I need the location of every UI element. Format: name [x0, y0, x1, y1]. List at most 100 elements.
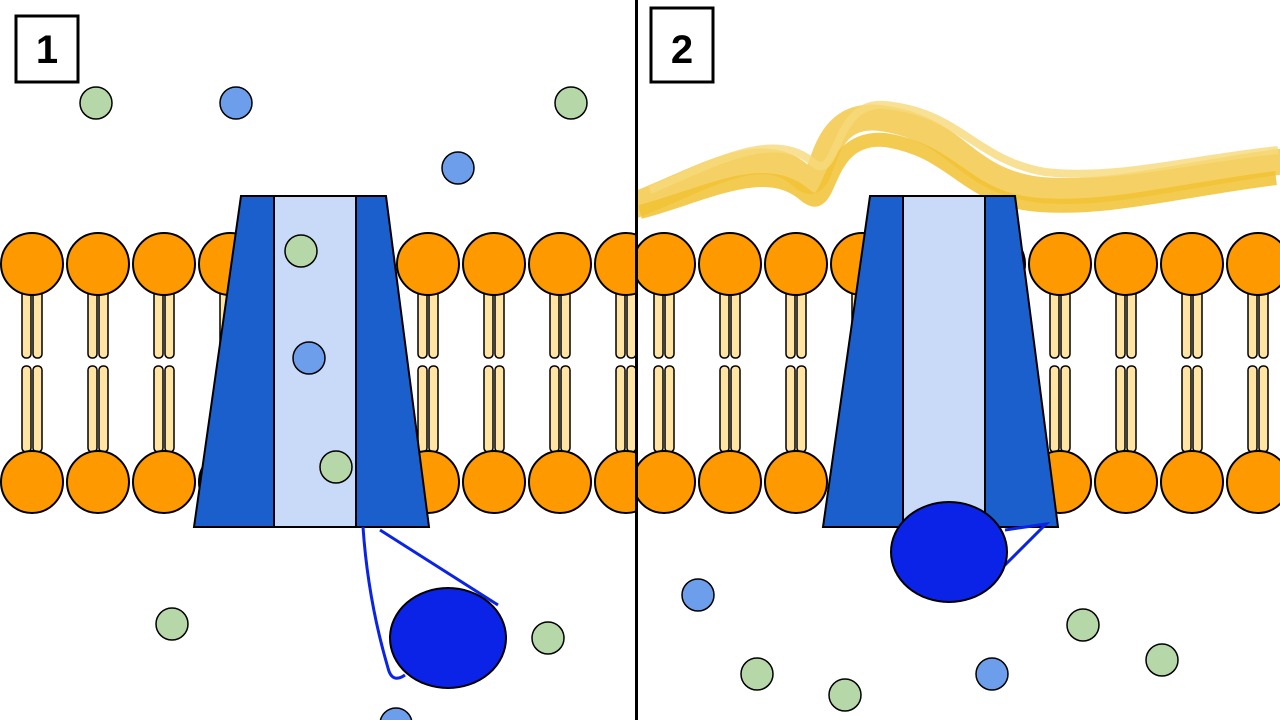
panel-1-label-box: 1: [14, 14, 80, 84]
lipid-tail: [153, 365, 164, 453]
lipid-head: [698, 450, 762, 514]
lipid-tail: [1060, 287, 1071, 359]
lipid-head: [396, 232, 460, 296]
lipid-tail: [785, 287, 796, 359]
lipid-tail: [1258, 365, 1269, 453]
green-molecule: [740, 657, 774, 691]
lipid-tail: [428, 287, 439, 359]
lipid-tail: [494, 287, 505, 359]
lipid-tail: [483, 365, 494, 453]
plug-tether: [379, 528, 499, 607]
toxin-strand: [638, 132, 1277, 219]
lipid-head: [1226, 232, 1280, 296]
lipid-tail: [549, 287, 560, 359]
lipid-head: [462, 232, 526, 296]
blue-molecule: [379, 707, 413, 720]
green-molecule: [1145, 643, 1179, 677]
lipid-tail: [98, 287, 109, 359]
blue-molecule: [441, 151, 475, 185]
lipid-tail: [1192, 365, 1203, 453]
lipid-tail: [664, 365, 675, 453]
lipid-tail: [1181, 287, 1192, 359]
lipid-tail: [164, 365, 175, 453]
green-molecule: [284, 234, 318, 268]
lipid-tail: [796, 287, 807, 359]
channel-pore: [902, 195, 986, 528]
lipid-tail: [719, 287, 730, 359]
panel-1-label: 1: [36, 28, 58, 72]
lipid-tail: [1192, 287, 1203, 359]
lipid-head: [132, 450, 196, 514]
green-molecule: [319, 450, 353, 484]
lipid-tail: [164, 287, 175, 359]
lipid-tail: [428, 365, 439, 453]
lipid-tail: [417, 365, 428, 453]
lipid-tail: [626, 365, 636, 453]
lipid-tail: [653, 287, 664, 359]
green-molecule: [79, 86, 113, 120]
lipid-head: [594, 450, 636, 514]
lipid-head: [1226, 450, 1280, 514]
lipid-head: [1094, 232, 1158, 296]
channel-plug: [890, 501, 1008, 603]
lipid-tail: [615, 287, 626, 359]
lipid-tail: [1126, 365, 1137, 453]
lipid-tail: [549, 365, 560, 453]
lipid-head: [698, 232, 762, 296]
lipid-tail: [32, 365, 43, 453]
blue-molecule: [219, 86, 253, 120]
lipid-head: [1160, 450, 1224, 514]
lipid-tail: [153, 287, 164, 359]
lipid-tail: [560, 365, 571, 453]
lipid-head: [0, 232, 64, 296]
lipid-tail: [1115, 365, 1126, 453]
lipid-head: [66, 232, 130, 296]
channel-wall-left: [821, 195, 904, 528]
lipid-tail: [730, 365, 741, 453]
lipid-head: [66, 450, 130, 514]
lipid-tail: [483, 287, 494, 359]
lipid-tail: [1258, 287, 1269, 359]
lipid-tail: [560, 287, 571, 359]
lipid-head: [1028, 232, 1092, 296]
lipid-tail: [626, 287, 636, 359]
lipid-tail: [1247, 287, 1258, 359]
lipid-head: [528, 232, 592, 296]
lipid-head: [764, 232, 828, 296]
lipid-head: [1160, 232, 1224, 296]
molecule-group: [79, 86, 588, 720]
lipid-tail: [87, 365, 98, 453]
toxin-strand: [648, 100, 1279, 194]
lipid-tail: [32, 287, 43, 359]
lipid-tail: [1126, 287, 1137, 359]
blue-molecule: [681, 578, 715, 612]
lipid-tail: [1181, 365, 1192, 453]
panel-2-label-box: 2: [649, 6, 715, 84]
panel-2: [637, 100, 1280, 712]
lipid-tail: [796, 365, 807, 453]
lipid-head: [637, 232, 696, 296]
lipid-head: [132, 232, 196, 296]
lipid-tail: [664, 287, 675, 359]
lipid-head: [0, 450, 64, 514]
lipid-head: [1094, 450, 1158, 514]
blue-molecule: [292, 341, 326, 375]
lipid-tail: [87, 287, 98, 359]
lipid-tail: [1049, 287, 1060, 359]
channel-plug: [389, 587, 507, 689]
toxin-ribbon: [637, 100, 1280, 219]
green-molecule: [531, 621, 565, 655]
green-molecule: [155, 607, 189, 641]
lipid-tail: [719, 365, 730, 453]
ion-channel: [821, 195, 1060, 603]
lipid-tail: [615, 365, 626, 453]
lipid-head: [528, 450, 592, 514]
lipid-tail: [98, 365, 109, 453]
toxin-strand: [637, 104, 1280, 218]
green-molecule: [554, 86, 588, 120]
lipid-tail: [494, 365, 505, 453]
blue-molecule: [975, 657, 1009, 691]
lipid-head: [462, 450, 526, 514]
lipid-head: [594, 232, 636, 296]
